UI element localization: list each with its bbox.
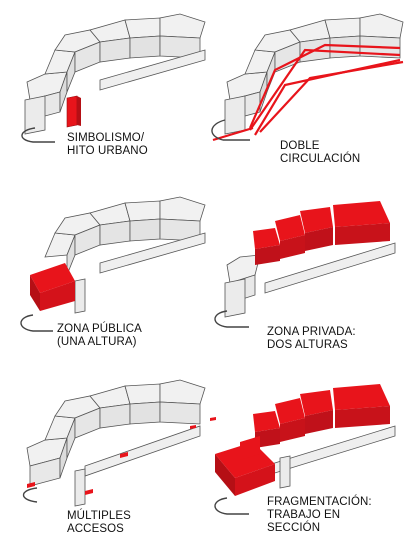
caption: MÚLTIPLES ACCESOS (67, 510, 131, 535)
building-diagram (21, 13, 206, 143)
circulation-ramps (212, 43, 404, 142)
building-diagram (20, 196, 206, 332)
access-markers (27, 417, 216, 495)
caption: ZONA PRIVADA: DOS ALTURAS (267, 326, 356, 351)
public-zone-highlight (30, 263, 75, 311)
arrow-icon (22, 487, 38, 503)
arrow-icon (21, 127, 55, 143)
building-diagram (214, 201, 396, 328)
caption: FRAGMENTACIÓN: TRABAJO EN SECCIÓN (267, 496, 372, 534)
panel-fragmentacion: FRAGMENTACIÓN: TRABAJO EN SECCIÓN (205, 366, 405, 549)
arrow-icon (214, 497, 249, 515)
panel-simbolismo: SIMBOLISMO/ HITO URBANO (5, 0, 206, 183)
tower-highlight (66, 95, 81, 128)
arrow-icon (214, 310, 249, 328)
building-diagram (22, 379, 216, 507)
section-highlight (215, 384, 390, 496)
caption: DOBLE CIRCULACIÓN (280, 140, 361, 165)
building-diagram (211, 13, 404, 142)
arrow-icon (211, 119, 250, 141)
panel-multiples-accesos: MÚLTIPLES ACCESOS (5, 366, 216, 549)
panel-doble-circulacion: DOBLE CIRCULACIÓN (205, 0, 405, 183)
arrow-icon (20, 314, 53, 332)
panel-zona-publica: ZONA PÚBLICA (UNA ALTURA) (5, 183, 206, 366)
building-diagram (214, 384, 396, 515)
panel-zona-privada: ZONA PRIVADA: DOS ALTURAS (205, 183, 405, 366)
caption: ZONA PÚBLICA (UNA ALTURA) (57, 323, 142, 348)
caption: SIMBOLISMO/ HITO URBANO (67, 132, 148, 157)
private-zone-highlight (253, 201, 390, 265)
